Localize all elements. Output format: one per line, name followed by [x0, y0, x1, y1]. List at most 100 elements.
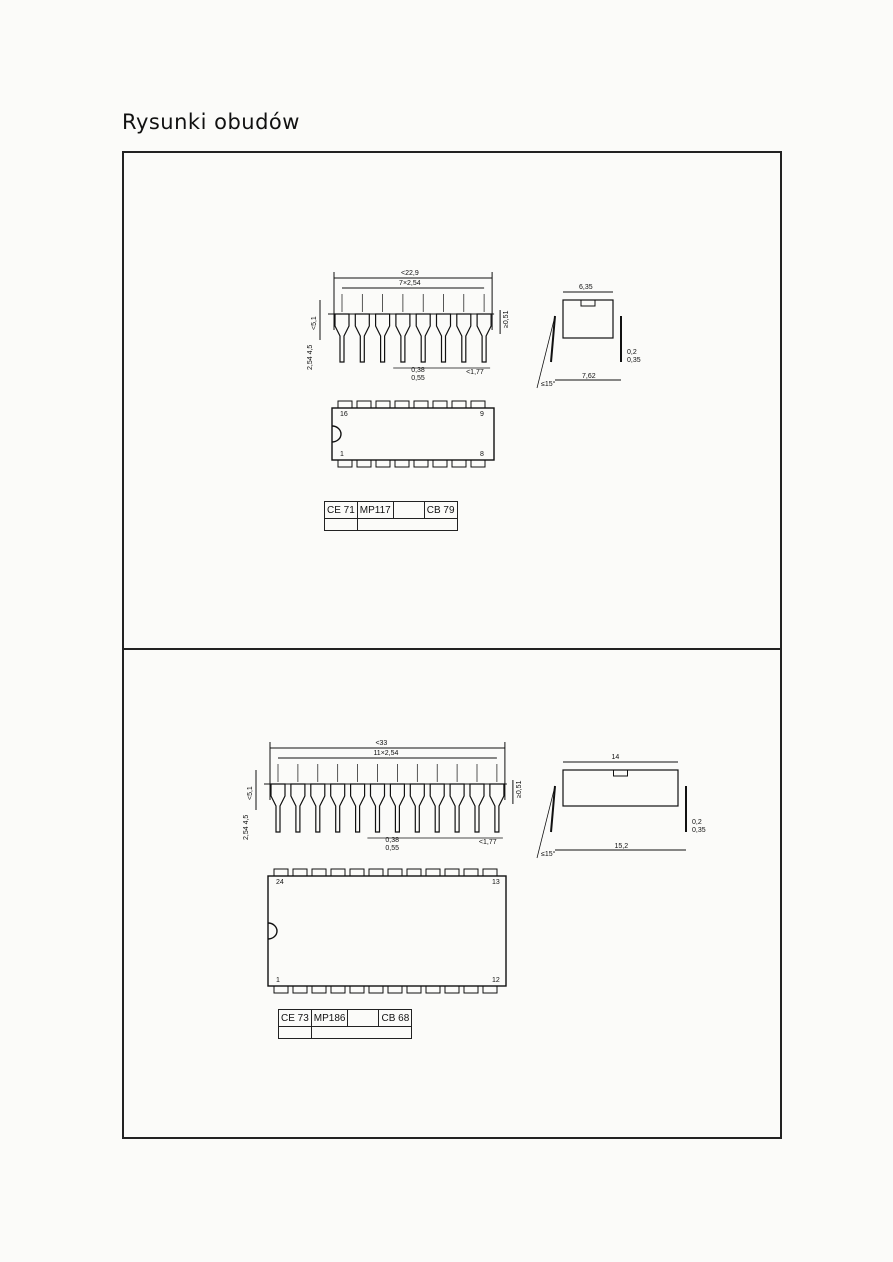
pin-pad [387, 985, 403, 994]
pin-pad [432, 400, 448, 409]
pin-pad [413, 400, 429, 409]
length-label: <22,9 [401, 270, 419, 277]
end-view-lead [550, 315, 556, 363]
pin-lead [290, 783, 306, 833]
pin-pad [463, 985, 479, 994]
thickness-label: 0,2 [692, 819, 702, 826]
pin-pad [330, 985, 346, 994]
row-spacing-label: 15,2 [615, 843, 629, 850]
pin-number: 16 [340, 411, 348, 418]
lead-width-label: 0,55 [411, 375, 425, 382]
pin-number: 24 [276, 879, 284, 886]
lead-length-label: 2,54 4,5 [243, 815, 250, 840]
pin-lead [310, 783, 326, 833]
code-cell: CE 73 [278, 1009, 312, 1027]
standoff-label: ≥0,51 [503, 310, 510, 328]
top-view-body [267, 875, 507, 987]
pin-pad [470, 459, 486, 468]
lead-width-label: 0,38 [385, 837, 399, 844]
pin-number: 8 [480, 451, 484, 458]
section-divider [124, 648, 780, 650]
pitch-label: 7×2,54 [399, 280, 421, 287]
pin-lead [429, 783, 445, 833]
body-width-label: 14 [612, 754, 620, 761]
pin-pad [413, 459, 429, 468]
pin-lead [409, 783, 425, 833]
pin1-notch [267, 922, 278, 940]
pin-lead [350, 783, 366, 833]
end-view-notch [613, 769, 628, 777]
package-code-table-24: CE 73 MP186 CB 68 [278, 1009, 413, 1039]
height-label: <5,1 [311, 316, 318, 330]
code-cell: MP186 [310, 1009, 349, 1027]
lead-length-label: 2,54 4,5 [307, 345, 314, 370]
pin-number: 9 [480, 411, 484, 418]
pin-number: 13 [492, 879, 500, 886]
pin-pad [356, 459, 372, 468]
code-cell: CB 68 [378, 1009, 413, 1027]
pin-pad [444, 868, 460, 877]
pin-pad [368, 868, 384, 877]
pin-pad [463, 868, 479, 877]
pin-pad [394, 400, 410, 409]
pin-pad [273, 868, 289, 877]
pin-lead [395, 313, 411, 363]
pin-lead [489, 783, 505, 833]
pin-pad [292, 868, 308, 877]
pin-pad [375, 459, 391, 468]
pin-lead [330, 783, 346, 833]
length-label: <33 [375, 740, 387, 747]
thickness-label: 0,2 [627, 349, 637, 356]
pin1-notch [331, 425, 342, 443]
pin-pad [349, 985, 365, 994]
pin-pad [394, 459, 410, 468]
pin-pad [375, 400, 391, 409]
code-cell: CE 71 [324, 501, 358, 519]
package-code-table-16: CE 71 MP117 CB 79 [324, 501, 458, 531]
page-title: Rysunki obudów [122, 110, 300, 134]
pin-pad [444, 985, 460, 994]
pin-lead [476, 313, 492, 363]
pin-pad [368, 985, 384, 994]
pin-lead [375, 313, 391, 363]
pin-pad [349, 868, 365, 877]
pin-pad [330, 868, 346, 877]
pin-pad [451, 400, 467, 409]
pin-pad [292, 985, 308, 994]
pin-pad [482, 985, 498, 994]
pitch-label: 11×2,54 [373, 750, 398, 757]
pin-pad [425, 985, 441, 994]
drawing-frame [122, 151, 782, 1139]
pin-lead [354, 313, 370, 363]
code-cell [392, 501, 425, 519]
pin-pad [311, 868, 327, 877]
pin-pad [432, 459, 448, 468]
pin-lead [389, 783, 405, 833]
end-view-notch [580, 299, 596, 307]
angle-label: ≤15° [541, 850, 556, 858]
pin-number: 12 [492, 977, 500, 984]
pin-pad [356, 400, 372, 409]
pin-lead [456, 313, 472, 363]
end-view-body [562, 769, 679, 807]
pin-pad [273, 985, 289, 994]
lead-width-label: 0,55 [385, 845, 399, 852]
code-cell: MP117 [356, 501, 394, 519]
pin-pad [337, 400, 353, 409]
code-cell [347, 1009, 380, 1027]
pin-lead [270, 783, 286, 833]
pin-lead [415, 313, 431, 363]
lead-gap-label: <1,77 [466, 369, 484, 376]
height-label: <5,1 [247, 786, 254, 800]
lead-angle-line [536, 785, 556, 859]
standoff-label: ≥0,51 [516, 780, 523, 798]
pin-lead [369, 783, 386, 833]
pin-pad [387, 868, 403, 877]
body-width-label: 6,35 [579, 284, 593, 291]
code-cell: CB 79 [423, 501, 458, 519]
pin-pad [451, 459, 467, 468]
pin-lead [334, 313, 350, 363]
pin-pad [425, 868, 441, 877]
